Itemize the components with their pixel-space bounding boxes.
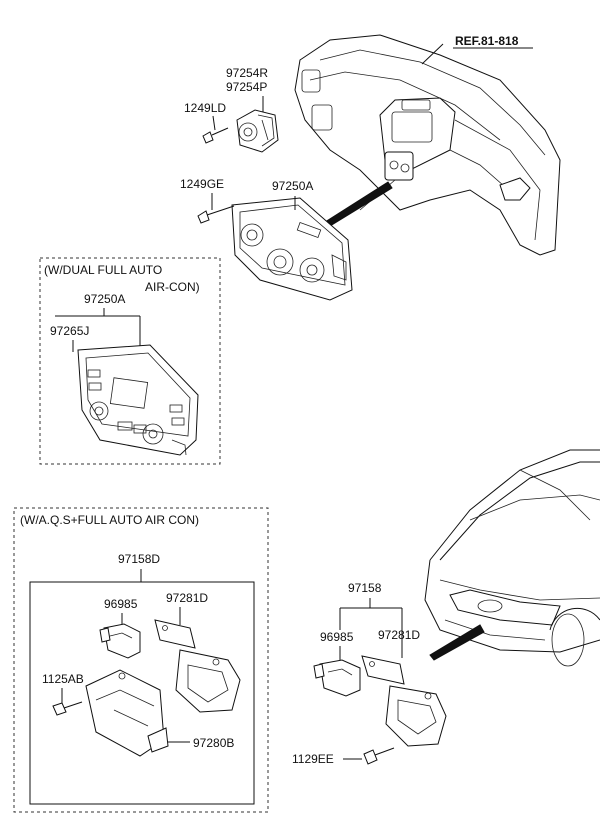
label-97265J: 97265J (50, 324, 89, 338)
control-panel-97250A (231, 197, 353, 301)
dual-control-panel (77, 344, 199, 456)
screw-1129EE (363, 747, 395, 765)
dual-auto-group-box (39, 257, 221, 465)
label-96985-right: 96985 (320, 630, 354, 644)
reference-leader (421, 43, 444, 65)
label-1129EE: 1129EE (292, 752, 334, 766)
sensor-96985-left (99, 623, 141, 659)
module-97280B (85, 669, 169, 757)
label-97280B: 97280B (193, 736, 234, 750)
label-97158D: 97158D (118, 552, 160, 566)
label-1125AB: 1125AB (42, 672, 84, 686)
label-97250A-dual: 97250A (84, 292, 125, 306)
label-97281D-left: 97281D (166, 591, 208, 605)
screw-1125AB (52, 701, 83, 716)
leader-1249LD (212, 115, 216, 131)
reference-label: REF.81-818 (455, 34, 519, 48)
label-97250A-top: 97250A (272, 179, 313, 193)
aqs-inner-box (29, 581, 255, 805)
dashboard-illustration (294, 34, 561, 256)
car-front-illustration (424, 449, 600, 667)
aqs-group-title: (W/A.Q.S+FULL AUTO AIR CON) (20, 513, 199, 527)
label-1249GE: 1249GE (180, 177, 224, 191)
label-97158: 97158 (348, 581, 382, 595)
label-97254R: 97254R (226, 66, 268, 80)
screw-1249LD (202, 127, 229, 144)
dual-group-title-1: (W/DUAL FULL AUTO (44, 263, 162, 277)
knob-assembly-97254 (236, 109, 279, 153)
label-1249LD: 1249LD (184, 101, 226, 115)
label-97281D-right: 97281D (378, 628, 420, 642)
screw-1249GE (197, 205, 235, 224)
label-96985-left: 96985 (104, 597, 138, 611)
bracket-97281D-left (154, 619, 241, 713)
bracket-97281D-right (361, 655, 447, 747)
leader-97158 (339, 598, 403, 658)
dual-group-title-2: AIR-CON) (145, 280, 200, 294)
label-97254P: 97254P (226, 80, 267, 94)
aqs-group-box (13, 507, 269, 813)
sensor-96985-right (313, 659, 361, 697)
